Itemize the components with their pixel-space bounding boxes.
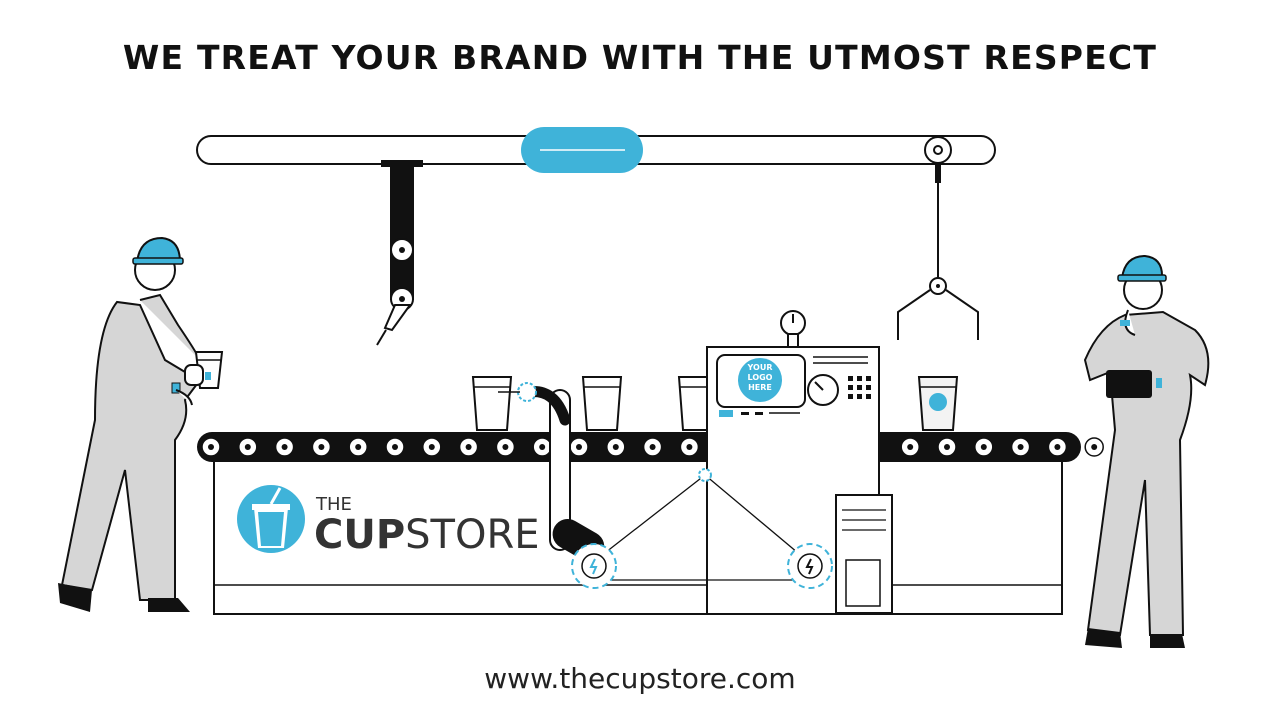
belt-roller-hub (208, 444, 214, 450)
conveyor-base (213, 457, 1063, 615)
brand-logo-store: STORE (405, 512, 540, 558)
belt-roller-hub (1017, 444, 1024, 450)
logo-placeholder-line-2: LOGO (747, 373, 773, 382)
printing-machine (591, 310, 893, 615)
belt-roller-hub (612, 444, 619, 450)
belt-roller-hub (907, 444, 914, 450)
belt-roller-hub (576, 444, 582, 450)
blank-cup (471, 376, 513, 431)
brand-logo-cup: CUP (314, 512, 406, 558)
belt-roller-hub (428, 444, 435, 450)
belt-roller-hub (392, 444, 398, 450)
belt-roller-hub (1091, 444, 1098, 450)
belt-roller-hub (944, 444, 950, 450)
conveyor-belt (197, 432, 1104, 462)
logo-placeholder-line-1: YOUR (747, 363, 773, 372)
overhead-rail (196, 127, 996, 173)
logo-placeholder-line-3: HERE (748, 383, 772, 392)
worker-right (1083, 254, 1210, 648)
belt-roller-hub (1054, 444, 1061, 450)
brand-logo: THE CUPSTORE (236, 484, 540, 564)
brand-logo-the: THE (316, 494, 352, 515)
belt-roller-hub (465, 444, 472, 450)
website-url[interactable]: www.thecupstore.com (484, 662, 796, 695)
belt-roller-hub (649, 444, 656, 450)
belt-roller-hub (539, 444, 546, 450)
belt-roller-hub (502, 444, 509, 450)
robotic-arm-pipe (522, 386, 605, 562)
belt-roller-hub (686, 444, 693, 450)
page-title: WE TREAT YOUR BRAND WITH THE UTMOST RESP… (122, 38, 1158, 77)
printed-cup (917, 376, 959, 431)
cup-logo-icon (237, 485, 305, 553)
belt-roller-hub (355, 444, 362, 450)
claw-grabber (897, 163, 979, 340)
belt-roller-hub (980, 444, 987, 450)
belt-roller-hub (318, 444, 325, 450)
gear-icon (498, 382, 833, 589)
robot-arm-dispenser (376, 160, 423, 346)
blank-cup (581, 376, 623, 431)
belt-roller-hub (244, 444, 251, 450)
belt-roller-hub (281, 444, 288, 450)
logo-placeholder: YOUR LOGO HERE (738, 363, 782, 393)
worker-left (58, 236, 224, 612)
